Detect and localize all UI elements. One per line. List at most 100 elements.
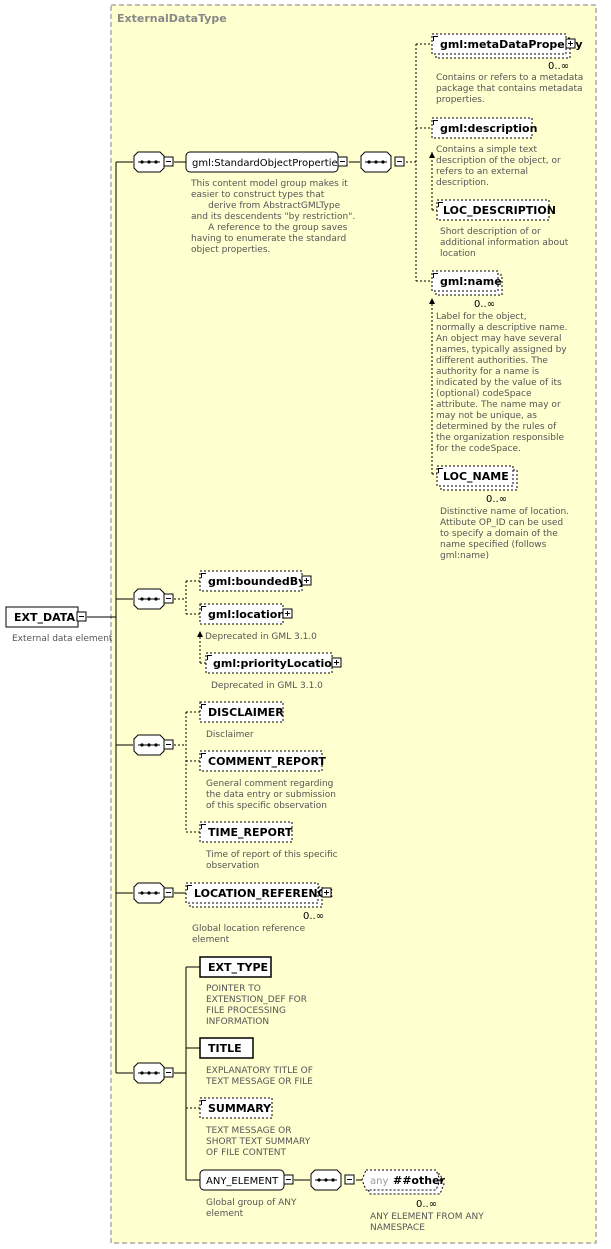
sequence-compositor-3[interactable] — [133, 734, 174, 756]
annotation-line: External data element — [12, 634, 113, 644]
wildcard-any-other[interactable]: any ##other — [361, 1169, 446, 1195]
annotation-line: easier to construct types that — [191, 190, 325, 200]
element-label: gml:location — [208, 608, 285, 621]
annotation-line: having to enumerate the standard — [191, 234, 346, 244]
annotation-line: properties. — [436, 95, 485, 105]
element-gml-metadataproperty[interactable]: gml:metaDataProperty — [431, 33, 583, 59]
element-time-report[interactable]: TIME_REPORT — [199, 821, 293, 843]
annotation-line: determined by the rules of — [436, 422, 557, 432]
group-standard-object-properties[interactable]: gml:StandardObjectProperties — [185, 151, 348, 173]
annotation-line: observation — [206, 861, 259, 871]
element-label: LOCATION_REFERENCE — [194, 887, 333, 900]
sequence-compositor-1[interactable] — [133, 151, 174, 173]
complex-type-container — [110, 4, 597, 1244]
collapse-icon[interactable] — [283, 1174, 294, 1185]
element-label: gml:description — [440, 122, 537, 135]
element-label: gml:name — [440, 275, 502, 288]
annotation-line: Distinctive name of location. — [440, 507, 569, 517]
expand-icon[interactable] — [301, 575, 312, 586]
element-comment-report[interactable]: COMMENT_REPORT — [199, 750, 326, 772]
annotation-line: indicated by the value of its — [436, 378, 562, 388]
element-annotation: Global location reference element — [192, 924, 308, 945]
element-annotation: Deprecated in GML 3.1.0 — [211, 681, 323, 691]
annotation-line: description. — [436, 178, 489, 188]
sequence-compositor-group[interactable] — [360, 151, 405, 173]
element-label: gml:boundedBy — [208, 575, 305, 588]
element-location-reference[interactable]: LOCATION_REFERENCE — [185, 882, 333, 908]
element-summary[interactable]: SUMMARY — [199, 1097, 273, 1119]
annotation-line: Global location reference — [192, 924, 306, 934]
annotation-line: gml:name) — [440, 551, 489, 561]
choice-compositor-2[interactable] — [133, 588, 174, 610]
collapse-icon[interactable] — [76, 611, 87, 622]
collapse-icon[interactable] — [163, 593, 174, 604]
connectors — [87, 43, 437, 1181]
collapse-icon[interactable] — [163, 739, 174, 750]
annotation-line: Time of report of this specific — [205, 850, 338, 860]
annotation-line: derive from AbstractGMLType — [191, 201, 341, 211]
element-label: LOC_NAME — [443, 470, 509, 483]
element-title[interactable]: TITLE — [199, 1037, 254, 1059]
annotation-line: description of the object, or — [436, 156, 561, 166]
element-annotation: Label for the object, normally a descrip… — [436, 312, 570, 454]
annotation-line: additional information about — [440, 238, 569, 248]
element-ext-type[interactable]: EXT_TYPE — [199, 956, 272, 978]
element-annotation: Distinctive name of location. Attibute O… — [440, 507, 572, 561]
annotation-line: the data entry or submission — [206, 790, 336, 800]
annotation-line: SHORT TEXT SUMMARY — [206, 1137, 311, 1147]
annotation-line: General comment regarding — [206, 779, 333, 789]
cardinality-label: 0..∞ — [416, 1199, 437, 1210]
element-annotation: General comment regarding the data entry… — [206, 779, 339, 811]
element-gml-name[interactable]: gml:name — [431, 270, 503, 296]
annotation-line: for the codeSpace. — [436, 444, 521, 454]
annotation-line: refers to an external — [436, 167, 528, 177]
sequence-compositor-4[interactable] — [133, 882, 174, 904]
annotation-line: TEXT MESSAGE OR — [205, 1126, 291, 1136]
group-any-element[interactable]: ANY_ELEMENT — [199, 1169, 294, 1191]
expand-icon[interactable] — [321, 887, 332, 898]
element-annotation: Contains or refers to a metadata package… — [436, 73, 586, 105]
annotation-line: package that contains metadata — [436, 84, 583, 94]
element-loc-name[interactable]: LOC_NAME — [436, 465, 518, 491]
expand-icon[interactable] — [565, 38, 576, 49]
collapse-icon[interactable] — [163, 887, 174, 898]
group-label: ANY_ELEMENT — [206, 1176, 279, 1187]
element-gml-location[interactable]: gml:location — [199, 603, 293, 625]
element-annotation: Short description of or additional infor… — [440, 227, 571, 259]
container-title: ExternalDataType — [117, 12, 227, 25]
collapse-icon[interactable] — [337, 156, 348, 167]
root-element-ext-data[interactable]: EXT_DATA — [5, 606, 87, 628]
element-label: COMMENT_REPORT — [208, 755, 326, 768]
element-loc-description[interactable]: LOC_DESCRIPTION — [436, 199, 556, 221]
element-annotation: EXPLANATORY TITLE OF TEXT MESSAGE OR FIL… — [205, 1066, 316, 1087]
cardinality-label: 0..∞ — [548, 61, 569, 72]
annotation-line: Contains a simple text — [436, 145, 537, 155]
element-label: gml:priorityLocation — [213, 657, 340, 670]
annotation-line: Global group of ANY — [206, 1198, 297, 1208]
expand-icon[interactable] — [331, 657, 342, 668]
annotation-line: object properties. — [191, 245, 270, 255]
collapse-icon[interactable] — [163, 156, 174, 167]
cardinality-label: 0..∞ — [486, 494, 507, 505]
collapse-icon[interactable] — [394, 156, 405, 167]
cardinality-label: 0..∞ — [474, 299, 495, 310]
wildcard-namespace: ##other — [393, 1174, 446, 1187]
collapse-icon[interactable] — [344, 1174, 355, 1185]
element-gml-prioritylocation[interactable]: gml:priorityLocation — [205, 652, 342, 674]
element-label: SUMMARY — [208, 1102, 272, 1115]
annotation-line: OF FILE CONTENT — [206, 1148, 287, 1158]
element-disclaimer[interactable]: DISCLAIMER — [199, 701, 284, 723]
sequence-compositor-5[interactable] — [133, 1062, 174, 1084]
expand-icon[interactable] — [282, 608, 293, 619]
annotation-line: location — [440, 249, 476, 259]
annotation-line: Attibute OP_ID can be used — [440, 518, 563, 528]
element-annotation: Contains a simple text description of th… — [436, 145, 564, 188]
root-element-label: EXT_DATA — [14, 611, 75, 624]
annotation-line: Short description of or — [440, 227, 541, 237]
element-gml-boundedby[interactable]: gml:boundedBy — [199, 570, 312, 592]
sequence-compositor-any[interactable] — [310, 1169, 355, 1191]
collapse-icon[interactable] — [163, 1067, 174, 1078]
annotation-line: name specified (follows — [440, 540, 547, 550]
element-gml-description[interactable]: gml:description — [431, 117, 537, 139]
